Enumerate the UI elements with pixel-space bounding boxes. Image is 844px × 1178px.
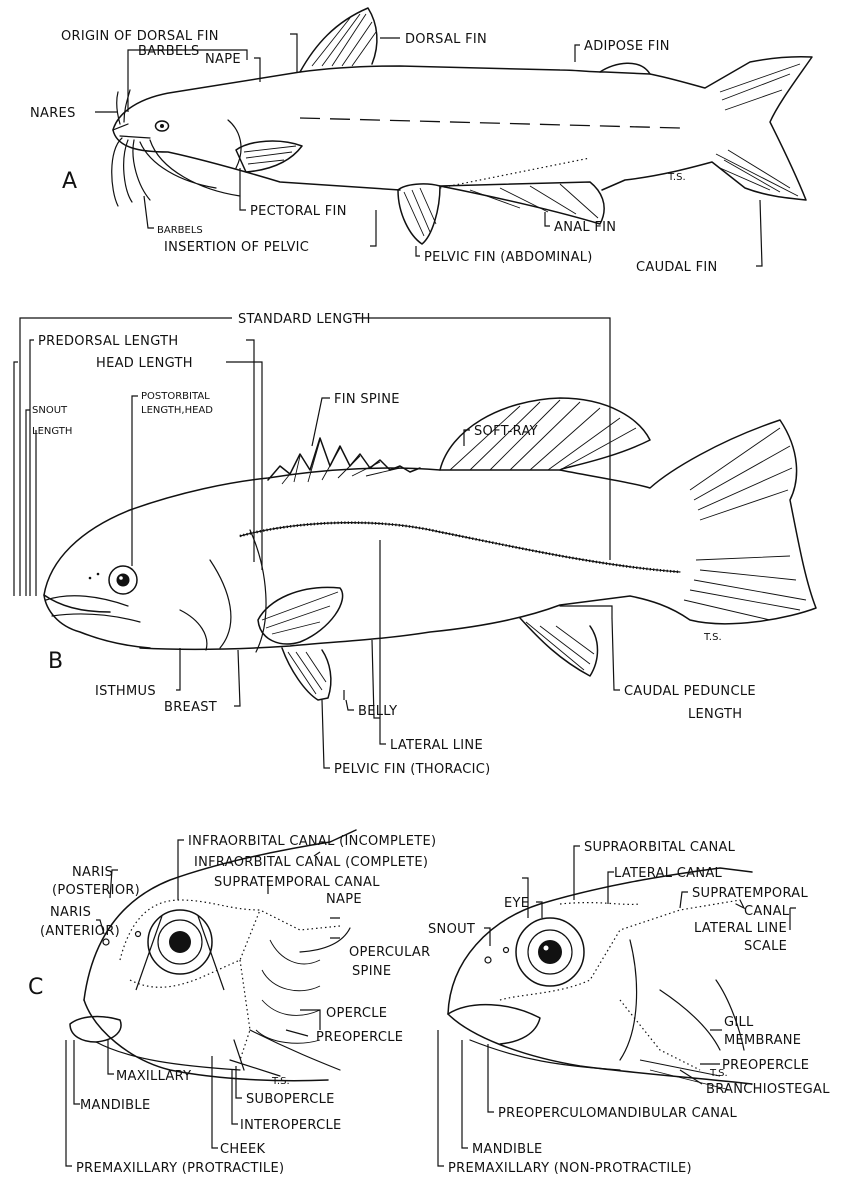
label-lateral-line-scale-line2: SCALE (744, 939, 787, 954)
label-head-length: HEAD LENGTH (96, 356, 193, 371)
label-nares: NARES (30, 106, 76, 121)
label-maxillary: MAXILLARY (116, 1069, 191, 1084)
label-mandible-right: MANDIBLE (472, 1142, 542, 1157)
label-isthmus: ISTHMUS (95, 684, 156, 699)
label-snout-length-line1: SNOUT (32, 405, 68, 416)
label-lateral-line: LATERAL LINE (390, 738, 483, 753)
label-interopercle: INTEROPERCLE (240, 1118, 342, 1133)
panel-label-c: C (28, 975, 43, 1000)
label-postorbital-length-line2: LENGTH,HEAD (141, 405, 213, 416)
label-snout: SNOUT (428, 922, 475, 937)
label-nape-a: NAPE (205, 52, 241, 67)
label-lateral-line-scale-line1: LATERAL LINE (694, 921, 787, 936)
label-infraorbital-complete: INFRAORBITAL CANAL (COMPLETE) (194, 855, 428, 870)
label-adipose-fin: ADIPOSE FIN (584, 39, 670, 54)
right-head-drawing (448, 868, 752, 1090)
label-naris-anterior-line1: NARIS (50, 905, 91, 920)
label-insertion-of-pelvic: INSERTION OF PELVIC (164, 240, 309, 255)
label-gill-membrane-line2: MEMBRANE (724, 1033, 801, 1048)
label-caudal-peduncle-line2: LENGTH (688, 707, 742, 722)
label-opercular-spine-line2: SPINE (352, 964, 391, 979)
artist-initials-a: T.S. (667, 172, 686, 183)
label-cheek: CHEEK (220, 1142, 265, 1157)
label-origin-of-dorsal-fin: ORIGIN OF DORSAL FIN (61, 29, 219, 44)
panel-label-b: B (48, 649, 63, 674)
panel-b-leader-lines (14, 318, 620, 768)
label-mandible-left: MANDIBLE (80, 1098, 150, 1113)
label-opercular-spine-line1: OPERCULAR (349, 945, 430, 960)
label-gill-membrane-line1: GILL (724, 1015, 754, 1030)
label-subopercle: SUBOPERCLE (246, 1092, 335, 1107)
label-barbels-top: BARBELS (138, 44, 200, 59)
label-caudal-fin: CAUDAL FIN (636, 260, 718, 275)
label-eye: EYE (504, 896, 529, 911)
label-naris-posterior-line2: (POSTERIOR) (52, 883, 140, 898)
label-lateral-canal: LATERAL CANAL (614, 866, 723, 881)
artist-initials-c-right: T.S. (709, 1068, 728, 1079)
label-nape-c: NAPE (326, 892, 362, 907)
label-premaxillary-non-protractile: PREMAXILLARY (NON-PROTRACTILE) (448, 1161, 692, 1176)
label-breast: BREAST (164, 700, 217, 715)
label-pelvic-fin-abdominal: PELVIC FIN (ABDOMINAL) (424, 250, 593, 265)
artist-initials-c-left: T.S. (271, 1076, 290, 1087)
label-anal-fin: ANAL FIN (554, 220, 616, 235)
label-snout-length-line2: LENGTH (32, 426, 72, 437)
label-naris-posterior-line1: NARIS (72, 865, 113, 880)
label-supratemporal-line1: SUPRATEMPORAL (692, 886, 808, 901)
artist-initials-b: T.S. (703, 632, 722, 643)
label-branchiostegal: BRANCHIOSTEGAL (706, 1082, 830, 1097)
panel-label-a: A (62, 169, 77, 194)
panel-c-right-labels: SUPRAORBITAL CANAL LATERAL CANAL SUPRATE… (428, 840, 830, 1176)
label-belly: BELLY (358, 704, 397, 719)
label-preoperculomandibular-canal: PREOPERCULOMANDIBULAR CANAL (498, 1106, 737, 1121)
label-dorsal-fin: DORSAL FIN (405, 32, 487, 47)
label-postorbital-length-line1: POSTORBITAL (141, 391, 210, 402)
label-pelvic-fin-thoracic: PELVIC FIN (THORACIC) (334, 762, 491, 777)
label-supratemporal-canal: SUPRATEMPORAL CANAL (214, 875, 380, 890)
label-caudal-peduncle-line1: CAUDAL PEDUNCLE (624, 684, 756, 699)
label-standard-length: STANDARD LENGTH (238, 312, 371, 327)
panel-b-labels: STANDARD LENGTH PREDORSAL LENGTH HEAD LE… (32, 312, 756, 777)
label-naris-anterior-line2: (ANTERIOR) (40, 924, 120, 939)
label-predorsal-length: PREDORSAL LENGTH (38, 334, 178, 349)
label-preopercle-left: PREOPERCLE (316, 1030, 403, 1045)
label-premaxillary-protractile: PREMAXILLARY (PROTRACTILE) (76, 1161, 284, 1176)
label-soft-ray: SOFT-RAY (474, 424, 538, 439)
label-barbels-bottom: BARBELS (157, 225, 203, 236)
label-preopercle-right: PREOPERCLE (722, 1058, 809, 1073)
label-opercle: OPERCLE (326, 1006, 387, 1021)
label-supratemporal-line2: CANAL (744, 904, 790, 919)
panel-c-left-labels: INFRAORBITAL CANAL (INCOMPLETE) INFRAORB… (28, 834, 436, 1176)
bass-drawing (44, 398, 816, 700)
label-fin-spine: FIN SPINE (334, 392, 400, 407)
label-pectoral-fin: PECTORAL FIN (250, 204, 347, 219)
label-supraorbital-canal: SUPRAORBITAL CANAL (584, 840, 736, 855)
label-infraorbital-incomplete: INFRAORBITAL CANAL (INCOMPLETE) (188, 834, 436, 849)
